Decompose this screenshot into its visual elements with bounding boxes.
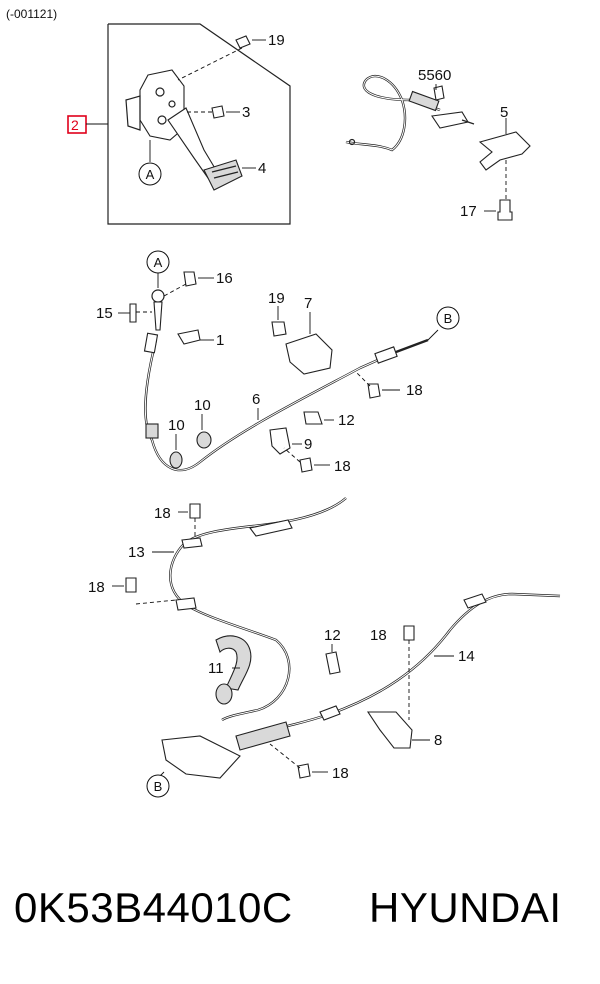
equalizer-sleeve: [235, 721, 291, 751]
callout-1[interactable]: 1: [216, 332, 224, 349]
bolt-18-b: [299, 457, 313, 473]
grommet-10-right: [196, 431, 212, 449]
callout-5560[interactable]: 5560: [418, 67, 451, 84]
clip-3: [211, 105, 225, 119]
callout-18-c[interactable]: 18: [154, 505, 171, 522]
range-code-label: (-001121): [6, 7, 57, 21]
bolt-18-e: [403, 625, 415, 641]
marker-b-front: B: [444, 311, 453, 326]
clip-12-lower: [325, 651, 341, 675]
equalizer-plate: [161, 735, 241, 779]
rear-cable-group: 13 18 18 11 14 12 18 8: [88, 497, 561, 798]
callout-18-e[interactable]: 18: [370, 627, 387, 644]
nut-16: [183, 271, 197, 287]
callout-5[interactable]: 5: [500, 104, 508, 121]
pedal-pad: [203, 159, 243, 191]
marker-a-cable: A: [154, 255, 163, 270]
callout-19-top[interactable]: 19: [268, 32, 285, 49]
pedal-assembly-box: [107, 23, 291, 225]
release-handle: [478, 131, 531, 171]
callout-11[interactable]: 11: [208, 660, 224, 677]
callout-10-right[interactable]: 10: [194, 397, 211, 414]
callout-12-upper[interactable]: 12: [338, 412, 355, 429]
grommet-10-left: [169, 451, 183, 469]
callout-18-d[interactable]: 18: [88, 579, 105, 596]
callout-13[interactable]: 13: [128, 544, 145, 561]
callout-18-b[interactable]: 18: [334, 458, 351, 475]
nut-19-top: [235, 35, 251, 49]
bracket-flange: [125, 95, 141, 131]
callout-4[interactable]: 4: [258, 160, 266, 177]
brand-name: HYUNDAI: [369, 884, 562, 931]
callout-7[interactable]: 7: [304, 295, 312, 312]
bolt-18-c: [189, 503, 201, 519]
callout-19-mid[interactable]: 19: [268, 290, 285, 307]
pedal-assembly-group: 2 19 3 4 A: [67, 23, 291, 225]
bolt-18-f: [297, 763, 311, 779]
marker-a-pedal: A: [146, 167, 155, 182]
callout-12-lower[interactable]: 12: [324, 627, 341, 644]
callout-17[interactable]: 17: [460, 203, 477, 220]
callout-15[interactable]: 15: [96, 305, 113, 322]
clip-12-upper: [303, 411, 323, 425]
front-cable-group: A 16 15 1 6 B 10 10: [96, 250, 460, 475]
callout-14[interactable]: 14: [458, 648, 475, 665]
callout-2[interactable]: 2: [71, 117, 79, 133]
bracket-8: [366, 711, 413, 749]
clip-1: [177, 329, 201, 345]
callout-18-f[interactable]: 18: [332, 765, 349, 782]
marker-b-rear: B: [154, 779, 163, 794]
pin-15: [129, 303, 137, 323]
bolt-18-d: [125, 577, 137, 593]
callout-16[interactable]: 16: [216, 270, 233, 287]
callout-8[interactable]: 8: [434, 732, 442, 749]
pedal-lever: [167, 107, 217, 179]
equalizer-bracket-7: [285, 333, 333, 375]
clamp-9: [269, 427, 291, 455]
callout-18-a[interactable]: 18: [406, 382, 423, 399]
callout-6[interactable]: 6: [252, 391, 260, 408]
highlighted-callout-box[interactable]: [67, 115, 87, 134]
bolt-18-a: [367, 383, 381, 399]
release-handle-group: 5560 5 17: [345, 67, 531, 221]
nut-19-mid: [271, 321, 287, 337]
callout-9[interactable]: 9: [304, 436, 312, 453]
release-cable-sleeve: [408, 90, 440, 112]
part-number: 0K53B44010C: [14, 884, 293, 931]
callout-10-left[interactable]: 10: [168, 417, 185, 434]
callout-3[interactable]: 3: [242, 104, 250, 121]
bolt-17: [497, 199, 513, 221]
grommet-11: [215, 683, 233, 705]
